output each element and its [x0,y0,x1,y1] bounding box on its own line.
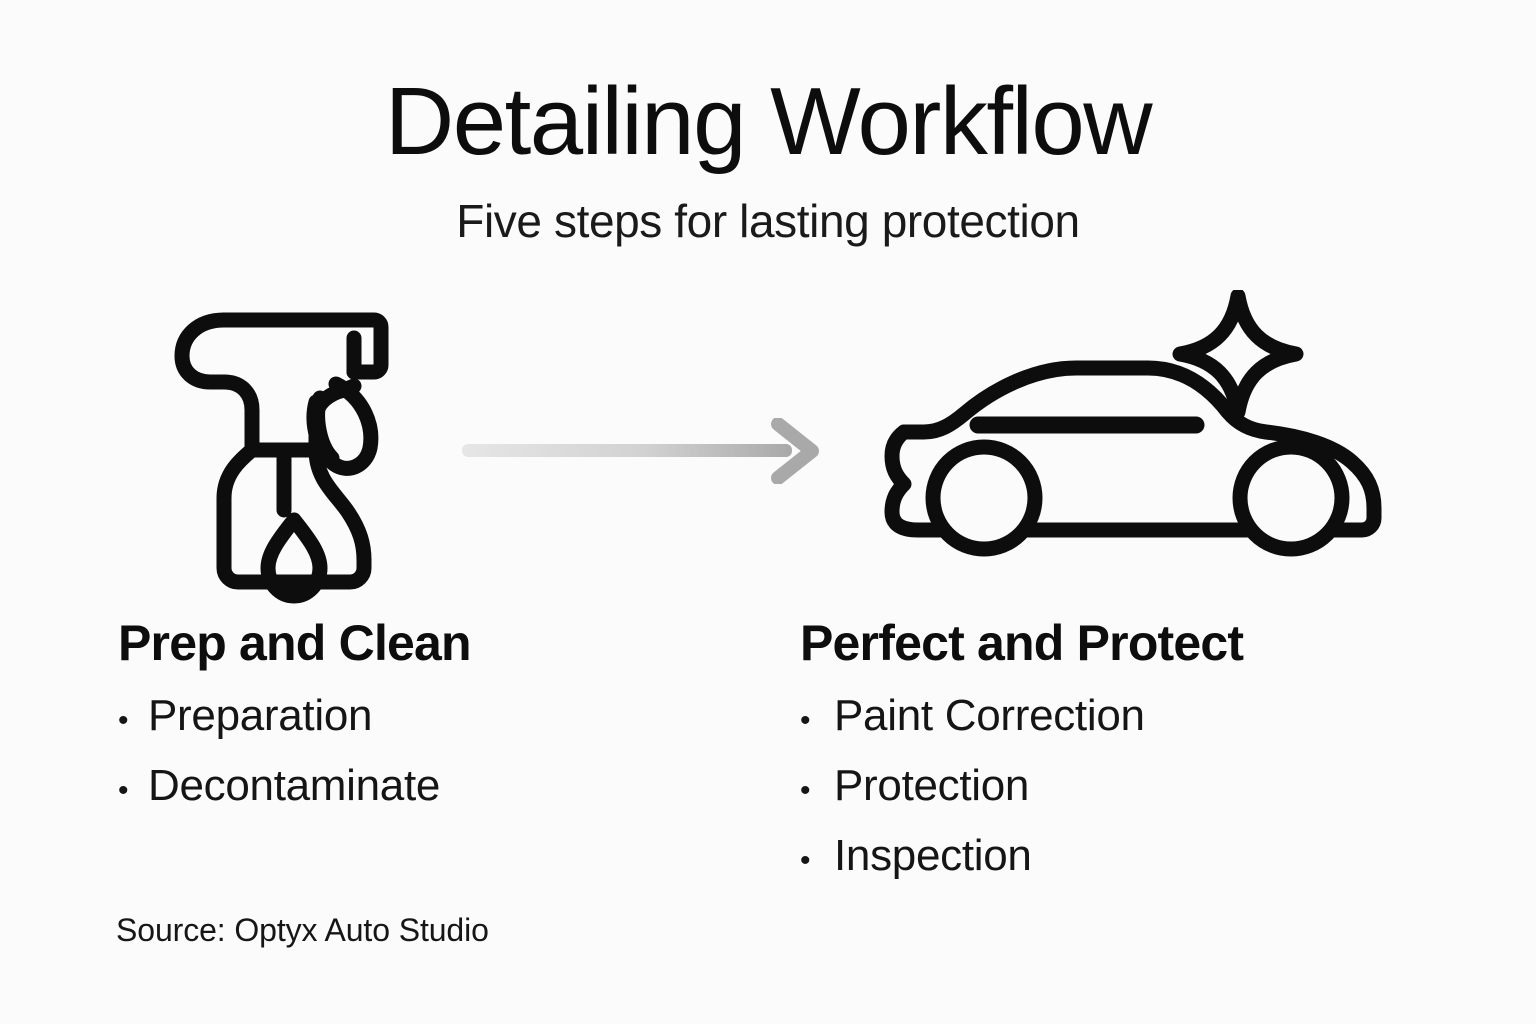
diagram-icon-row [0,288,1536,613]
header: Detailing Workflow Five steps for lastin… [0,68,1536,247]
list-item-label: Decontaminate [148,761,441,810]
bullet-dot-icon: • [800,774,811,807]
right-arrow-icon [460,417,828,489]
sparkling-car-icon [866,288,1396,580]
stage-bullet-list-perfect-and-protect: • Paint Correction • Protection • Inspec… [800,694,1460,878]
list-item-label: Protection [834,761,1030,810]
stage-columns: Prep and Clean • Preparation • Decontami… [0,618,1536,918]
stage-heading-perfect-and-protect: Perfect and Protect [800,615,1244,671]
stage-column-perfect-and-protect: Perfect and Protect • Paint Correction •… [800,618,1460,904]
list-item-label: Inspection [834,831,1032,880]
bullet-dot-icon: • [800,844,811,877]
list-item: • Inspection [800,834,1460,878]
list-item: • Protection [800,764,1460,808]
list-item: • Preparation [118,694,738,738]
list-item: • Paint Correction [800,694,1460,738]
stage-bullet-list-prep-and-clean: • Preparation • Decontaminate [118,694,738,808]
page-subtitle: Five steps for lasting protection [456,195,1080,247]
page-title: Detailing Workflow [384,68,1153,175]
source-attribution: Source: Optyx Auto Studio [116,912,489,948]
list-item-label: Paint Correction [834,691,1145,740]
list-item-label: Preparation [148,691,373,740]
list-item: • Decontaminate [118,764,738,808]
bullet-dot-icon: • [118,774,129,807]
bullet-dot-icon: • [118,704,129,737]
stage-heading-prep-and-clean: Prep and Clean [118,615,472,671]
bullet-dot-icon: • [800,704,811,737]
stage-column-prep-and-clean: Prep and Clean • Preparation • Decontami… [118,618,738,834]
spray-bottle-icon [168,298,404,613]
